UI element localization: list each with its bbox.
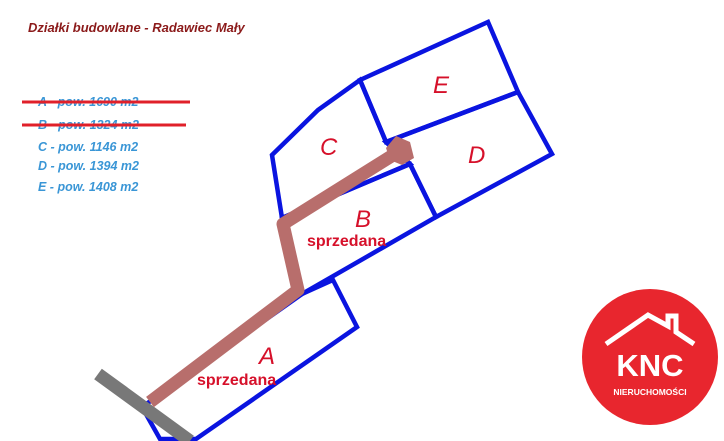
road-turnaround <box>386 136 414 165</box>
house-roof-icon <box>604 312 696 347</box>
internal-road <box>146 146 402 408</box>
logo-circle <box>582 289 718 425</box>
legend-item-c: C - pow. 1146 m2 <box>38 140 138 154</box>
logo-subtext: NIERUCHOMOŚCI <box>613 386 686 397</box>
plot-a-status: sprzedana <box>197 372 276 389</box>
legend: A - pow. 1690 m2 B - pow. 1324 m2 C - po… <box>22 95 190 194</box>
legend-item-e: E - pow. 1408 m2 <box>38 180 138 194</box>
plot-e-label: E <box>433 72 450 99</box>
map-title: Działki budowlane - Radawiec Mały <box>28 20 245 35</box>
knc-logo: KNC NIERUCHOMOŚCI <box>582 289 718 425</box>
plot-c-label: C <box>320 134 338 161</box>
plot-b-label: B <box>355 206 371 233</box>
plot-b-status: sprzedana <box>307 233 386 250</box>
logo-text: KNC <box>616 348 683 383</box>
access-road <box>94 368 194 441</box>
plot-d-label: D <box>468 142 485 169</box>
plot-a-label: A <box>257 343 275 370</box>
legend-item-d: D - pow. 1394 m2 <box>38 159 139 173</box>
plot-a-outline <box>139 277 360 441</box>
